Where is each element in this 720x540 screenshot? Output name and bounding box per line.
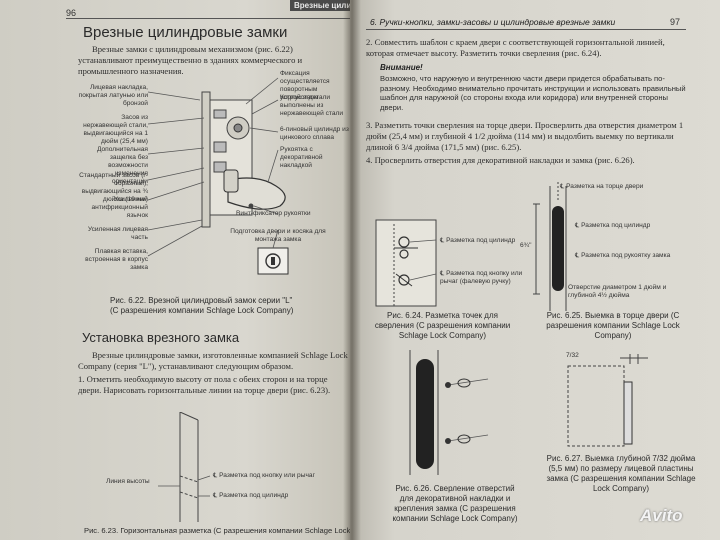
fig625-label-top: ℄ Разметка на торце двери (560, 183, 644, 190)
figure-6-23 (158, 412, 211, 522)
figure-6-26 (409, 350, 489, 475)
section-intro: Врезные цилиндровые замки, изготовленные… (78, 350, 348, 372)
fig622-caption-line2: (С разрешения компании Schlage Lock Comp… (110, 306, 294, 315)
left-title: Врезные цилиндровые замки (83, 24, 288, 41)
fig624-caption: Рис. 6.24. Разметка точек для сверления … (374, 311, 511, 340)
fig625-label-handle: ℄ Разметка под рукоятку замка (575, 252, 671, 259)
fig622-label-setscrew: Винт-фиксатор рукоятки (236, 210, 311, 217)
fig623-label-height: Линия высоты (106, 478, 150, 485)
right-page: 6. Ручки-кнопки, замки-засовы и цилиндро… (350, 0, 720, 540)
fig624-label-cylinder: ℄ Разметка под цилиндр (440, 237, 516, 244)
figure-6-27 (567, 354, 648, 447)
fig622-label-case: Корпус и детали выполнены из нержавеющей… (280, 94, 344, 117)
fig626-caption: Рис. 6.26. Сверление отверстий для декор… (392, 484, 518, 523)
fig627-dimension: 7/32 (566, 352, 579, 359)
section-title: Установка врезного замка (82, 330, 240, 345)
fig622-label-latch: Стандартный засов (г-образный), выдвигаю… (79, 172, 148, 203)
fig625-label-cylinder: ℄ Разметка под цилиндр (575, 222, 651, 229)
figure-6-22: Лицевая накладка, покрытая латунью или б… (78, 70, 349, 295)
right-header-rule (366, 29, 686, 30)
left-page: 96 Врезные цилиндровые замки Врезные цил… (0, 0, 352, 540)
left-header-band: Врезные цилиндровые замки (290, 0, 352, 11)
fig622-label-fixation: Фиксация осуществляется поворотным устро… (280, 70, 330, 101)
fig622-label-fusible: Плавкая вставка, встроенная в корпус зам… (85, 248, 148, 271)
fig624-label-knob: ℄ Разметка под кнопку или рычаг (фалевую… (440, 270, 523, 285)
fig627-caption: Рис. 6.27. Выемка глубиной 7/32 дюйма (5… (546, 454, 696, 493)
step-4: 4. Просверлить отверстия для декоративно… (366, 155, 635, 165)
fig622-caption-line1: Рис. 6.22. Врезной цилиндровый замок сер… (110, 296, 293, 305)
fig622-label-front: Усиленная лицевая часть (87, 226, 148, 241)
figure-6-24 (375, 219, 437, 307)
fig623-label-cylinder: ℄ Разметка под цилиндр (213, 492, 289, 499)
fig625-caption: Рис. 6.25. Выемка в торце двери (С разре… (546, 311, 680, 340)
figure-6-25 (533, 182, 567, 311)
left-header-rule (66, 18, 351, 19)
left-page-number: 96 (66, 8, 77, 18)
fig622-label-deadbolt: Засов из нержавеющей стали, выдвигающийс… (83, 114, 148, 145)
fig622-label-faceplate: Лицевая накладка, покрытая латунью или б… (78, 84, 148, 107)
fig622-label-prep: Подготовка двери и косяка для монтажа за… (230, 228, 326, 243)
lock-faceplate (201, 91, 211, 228)
fig625-dimension: 6¾" (520, 242, 532, 249)
fig622-caption: Рис. 6.22. Врезной цилиндровый замок сер… (110, 296, 330, 316)
fig623-caption: Рис. 6.23. Горизонтальная разметка (С ра… (84, 526, 352, 535)
note-title: Внимание! (380, 63, 423, 72)
note-text: Возможно, что наружную и внутреннюю част… (380, 74, 686, 112)
fig623-label-knob: ℄ Разметка под кнопку или рычаг (213, 472, 315, 479)
left-intro: Врезные замки с цилиндровым механизмом (… (78, 44, 303, 77)
step-2: 2. Совместить шаблон с краем двери с соо… (366, 37, 665, 59)
watermark-logo: Avito (640, 506, 683, 525)
mortise-pocket (552, 206, 564, 291)
fig622-label-antifriction: Усиленный антифрикционный язычок (91, 196, 148, 219)
mortise-slot (416, 359, 434, 469)
fig622-label-lever: Рукоятка с декоративной накладкой (280, 146, 323, 169)
step-3: 3. Разметить точки сверления на торце дв… (366, 120, 684, 153)
lock-illustration (147, 77, 289, 275)
book-spine-shadow (343, 0, 361, 540)
right-running-head: 6. Ручки-кнопки, замки-засовы и цилиндро… (370, 17, 616, 27)
fig625-label-holes: Отверстие диаметром 1 дюйм и глубиной 4½… (568, 284, 667, 299)
fig622-label-cylinder: 6-пиновый цилиндр из цинкового сплава (280, 126, 349, 141)
right-page-number: 97 (670, 17, 681, 27)
step-1: 1. Отметить необходимую высоту от пола с… (78, 374, 331, 396)
fig622-label-auxlatch: Дополнительная защелка без возможности и… (96, 146, 148, 185)
lever-handle (227, 177, 286, 210)
